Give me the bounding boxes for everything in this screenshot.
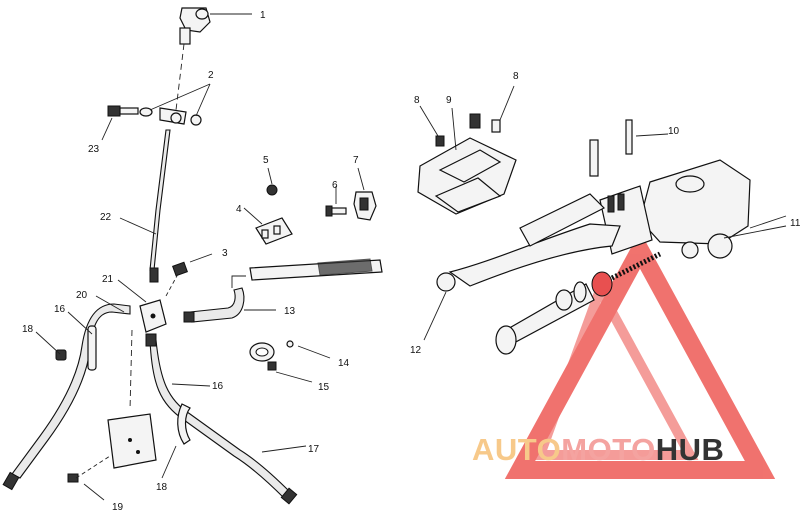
callout-8-left: 8	[414, 95, 420, 106]
callout-16-right: 16	[212, 381, 224, 392]
part-bracket-plate	[67, 413, 157, 501]
callout-4: 4	[236, 204, 242, 215]
part-brake-switch	[183, 258, 383, 323]
callout-8-right: 8	[513, 71, 519, 82]
watermark: AUTOMOTOHUB	[472, 432, 724, 467]
part-right-hose	[145, 333, 307, 505]
callout-23: 23	[88, 144, 100, 155]
watermark-moto: MOTO	[561, 432, 655, 467]
callout-16-left: 16	[54, 304, 66, 315]
part-fitting	[165, 253, 213, 297]
callout-10: 10	[668, 126, 680, 137]
callout-6: 6	[332, 180, 338, 191]
callout-17: 17	[308, 444, 320, 455]
part-reservoir-cover	[417, 85, 517, 215]
part-bolt	[101, 105, 139, 141]
callout-1: 1	[260, 10, 266, 21]
callout-11: 11	[790, 218, 800, 229]
part-clip	[353, 167, 377, 221]
part-junction-block	[117, 279, 167, 411]
callout-5: 5	[263, 155, 269, 166]
part-brake-line	[119, 129, 171, 283]
callout-18-left: 18	[22, 324, 34, 335]
callout-labels: 1 2 3 4 5 6 7 8 8 9 10 11 12 13 14 15 16…	[22, 10, 800, 512]
callout-22: 22	[100, 212, 112, 223]
svg-text:AUTOMOTOHUB: AUTOMOTOHUB	[472, 432, 724, 467]
part-banjo-fitting	[179, 7, 252, 45]
part-washers	[139, 83, 211, 126]
watermark-hub: HUB	[656, 432, 725, 467]
part-clamp-block	[243, 207, 293, 245]
callout-21: 21	[102, 274, 114, 285]
part-clamp	[249, 340, 331, 383]
callout-13: 13	[284, 306, 296, 317]
callout-9: 9	[446, 95, 452, 106]
part-nut	[266, 167, 278, 196]
callout-18-bottom: 18	[156, 482, 168, 493]
callout-20: 20	[76, 290, 88, 301]
callout-7: 7	[353, 155, 359, 166]
axis-line	[175, 43, 185, 111]
part-master-cylinder	[599, 159, 787, 259]
callout-3: 3	[222, 248, 228, 259]
part-screw	[325, 186, 347, 217]
part-brake-lever	[423, 193, 621, 341]
watermark-logo-icon	[504, 231, 776, 479]
part-pins	[589, 119, 669, 177]
callout-12: 12	[410, 345, 422, 356]
callout-15: 15	[318, 382, 330, 393]
callout-2: 2	[208, 70, 214, 81]
part-left-hose	[2, 295, 131, 491]
watermark-auto: AUTO	[472, 432, 561, 467]
part-piston-kit	[495, 251, 662, 355]
callout-19: 19	[112, 502, 124, 512]
callout-14: 14	[338, 358, 350, 369]
